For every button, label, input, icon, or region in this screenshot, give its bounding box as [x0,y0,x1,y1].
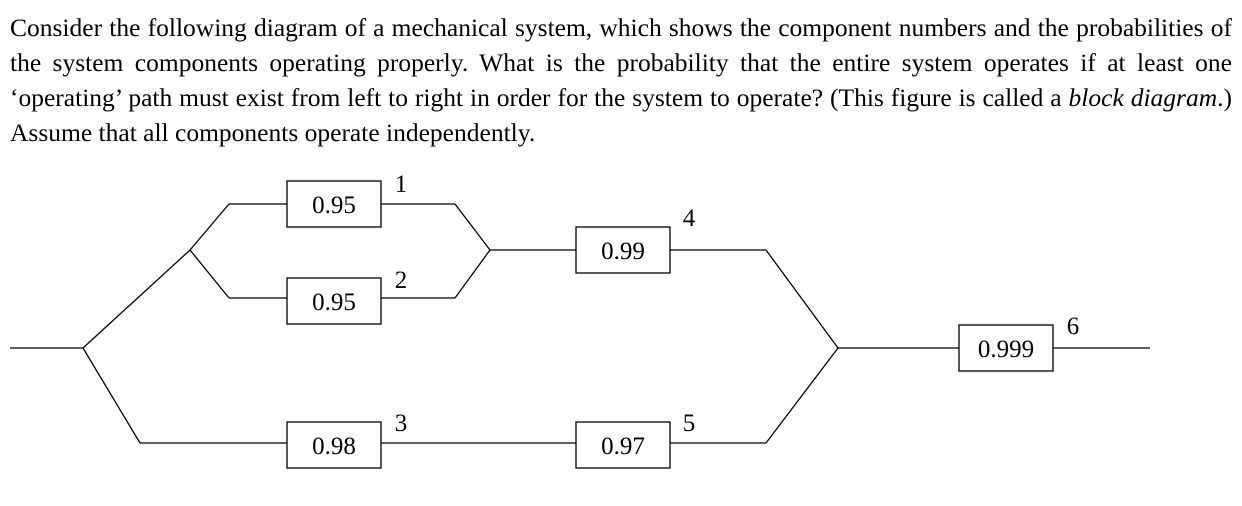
split-lower-wire [82,347,141,444]
component-2-number: 2 [395,267,408,294]
component-1-block: 0.95 1 [286,171,408,228]
component-3-box [286,421,382,469]
merge-lower-wire [765,347,839,444]
split-upper-wire [82,249,191,349]
component-6-number: 6 [1067,313,1080,340]
component-2-block: 0.95 2 [286,267,408,325]
merge-2-wire [454,249,491,299]
problem-statement: Consider the following diagram of a mech… [10,10,1232,150]
connection-wires [10,203,1150,444]
component-4-number: 4 [683,205,696,232]
component-5-block: 0.97 5 [575,410,696,469]
merge-1-wire [454,203,491,251]
component-5-box [575,421,671,469]
component-3-probability: 0.98 [312,433,356,460]
problem-text-part1: Consider the following diagram of a mech… [10,13,1232,112]
component-4-box [575,226,671,274]
component-4-block: 0.99 4 [575,205,696,274]
component-1-box [286,180,382,228]
component-6-box [958,324,1054,372]
component-5-probability: 0.97 [601,433,645,460]
problem-text-part2: .) Assume that all components operate in… [10,83,1232,147]
split-2-wire [189,249,230,299]
component-1-probability: 0.95 [312,192,356,219]
component-2-probability: 0.95 [312,289,356,316]
problem-emphasis: block diagram [1068,83,1218,112]
component-6-probability: 0.999 [978,336,1034,363]
merge-upper-wire [765,249,839,349]
component-1-number: 1 [395,171,408,198]
split-1-wire [189,203,230,251]
component-4-probability: 0.99 [601,238,645,265]
component-3-number: 3 [395,410,408,437]
component-3-block: 0.98 3 [286,410,408,469]
component-2-box [286,277,382,325]
component-5-number: 5 [683,410,696,437]
component-6-block: 0.999 6 [958,313,1080,372]
